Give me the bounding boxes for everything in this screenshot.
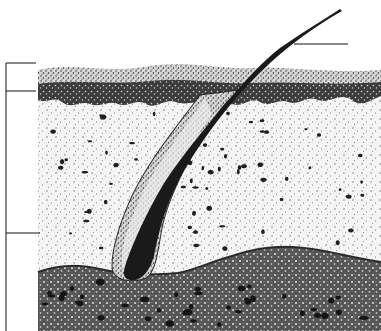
- fat-globule: [70, 286, 75, 290]
- fat-globule: [80, 295, 85, 300]
- fat-globule: [194, 291, 203, 295]
- fat-globule: [359, 316, 369, 320]
- dermis-speckle: [261, 229, 264, 234]
- fat-globule: [314, 313, 321, 318]
- fat-globule: [182, 312, 191, 315]
- dermis-speckle: [260, 119, 265, 122]
- dermis-speckle: [260, 178, 266, 182]
- fat-globule: [321, 313, 328, 320]
- dermis-speckle: [205, 187, 208, 190]
- dermis-speckle: [317, 133, 321, 136]
- fat-globule: [174, 292, 178, 297]
- dermis-speckle: [190, 179, 193, 184]
- dermis-speckle: [87, 209, 92, 214]
- fat-globule: [145, 316, 152, 321]
- fat-globule: [190, 319, 197, 322]
- dermis-speckle: [192, 186, 198, 188]
- fat-globule: [217, 322, 222, 326]
- fat-globule: [282, 294, 286, 299]
- dermis-speckle: [188, 226, 192, 229]
- dermis-speckle: [280, 198, 284, 201]
- dermis-speckle: [208, 170, 214, 174]
- dermis-speckle: [82, 171, 89, 174]
- dermis-speckle: [206, 206, 212, 211]
- dermis-speckle: [193, 230, 198, 234]
- dermis-speckle: [348, 229, 354, 233]
- dermis-speckle: [304, 128, 307, 130]
- fat-globule: [42, 302, 49, 305]
- fat-globule: [157, 308, 162, 313]
- dermis-speckle: [88, 140, 92, 142]
- fat-globule: [96, 279, 105, 286]
- fat-globule: [238, 286, 246, 292]
- fat-globule: [336, 309, 342, 315]
- fat-globule: [75, 301, 84, 304]
- dermis-speckle: [336, 240, 340, 245]
- fat-globule: [310, 308, 317, 311]
- fat-globule: [335, 296, 340, 300]
- dermis-speckle: [181, 186, 186, 189]
- dermis-speckle: [219, 225, 225, 227]
- dermis-speckle: [134, 158, 138, 161]
- dermis-speckle: [260, 130, 265, 133]
- fat-globule: [189, 304, 193, 310]
- dermis-speckle: [203, 143, 207, 147]
- dermis-speckle: [99, 114, 102, 116]
- dermis-speckle: [113, 163, 118, 167]
- dermis-speckle: [202, 166, 204, 170]
- dermis-speckle: [60, 159, 64, 164]
- fat-globule: [245, 298, 252, 304]
- dermis-speckle: [99, 247, 103, 250]
- dermis-speckle: [241, 164, 247, 168]
- dermis-speckle: [309, 166, 312, 169]
- fat-globule: [235, 310, 242, 313]
- fat-globule: [194, 287, 201, 291]
- dermis-speckle: [193, 244, 199, 247]
- dermis-speckle: [153, 112, 156, 116]
- fat-globule: [226, 305, 231, 310]
- dermis-speckle: [218, 167, 221, 172]
- dermis-speckle: [220, 148, 224, 151]
- dermis-speckle: [264, 130, 269, 134]
- fat-globule: [300, 310, 305, 316]
- dermis-speckle: [238, 165, 242, 170]
- dermis-speckle: [192, 211, 196, 216]
- fat-globule: [247, 284, 252, 288]
- fat-globule: [121, 304, 128, 308]
- dermis-speckle: [50, 130, 56, 134]
- dermis-speckle: [224, 154, 227, 158]
- dermis-speckle: [109, 183, 113, 185]
- fat-globule: [97, 315, 104, 320]
- dermis-speckle: [285, 177, 288, 181]
- fat-globule: [165, 320, 174, 327]
- dermis-speckle: [360, 180, 363, 183]
- dermis-speckle: [360, 194, 364, 197]
- fat-globule: [140, 297, 149, 303]
- dermis-speckle: [346, 195, 352, 199]
- dermis-speckle: [83, 220, 89, 223]
- dermis-speckle: [358, 154, 362, 158]
- dermis-speckle: [105, 151, 108, 155]
- fat-globule: [60, 291, 67, 296]
- dermis-speckle: [237, 169, 240, 174]
- dermis-speckle: [65, 158, 68, 161]
- fat-globule: [47, 291, 52, 295]
- dermis-speckle: [249, 121, 253, 123]
- dermis-speckle: [226, 112, 230, 115]
- dermis-speckle: [69, 232, 72, 234]
- dermis-speckle: [129, 142, 135, 144]
- dermis-speckle: [339, 188, 342, 191]
- dermis-speckle: [257, 163, 263, 168]
- dermis-speckle: [222, 246, 227, 251]
- dermis-speckle: [58, 166, 63, 170]
- fat-globule: [328, 298, 334, 304]
- dermis-speckle: [104, 200, 107, 204]
